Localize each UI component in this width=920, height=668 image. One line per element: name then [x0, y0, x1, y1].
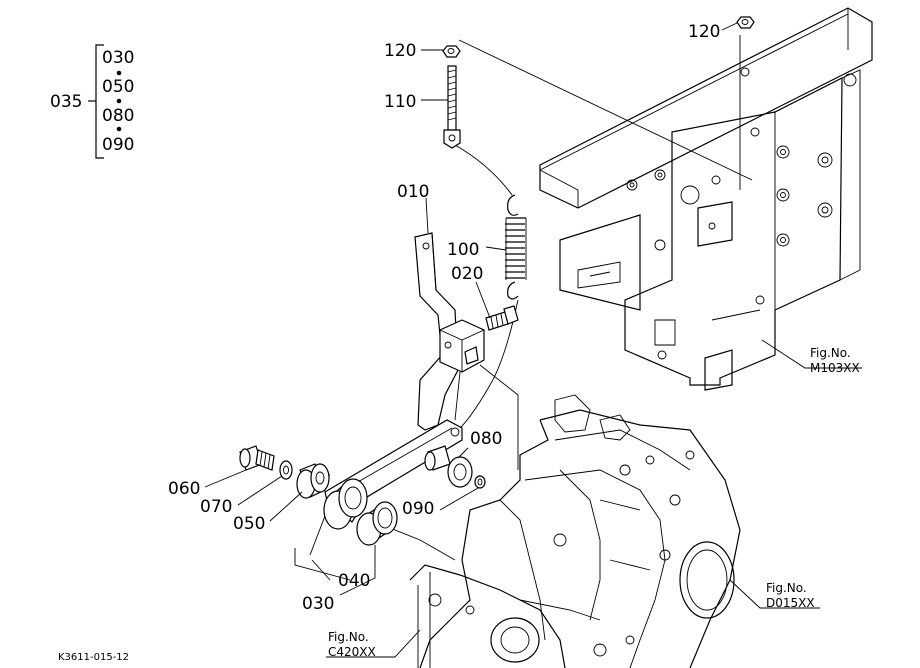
plate-bolts [626, 67, 857, 360]
group-member-1: 030 [102, 48, 134, 68]
nut-120-right [736, 16, 755, 29]
figure-ref-m103[interactable]: Fig.No. M103XX [761, 339, 862, 375]
figure-ref-d015[interactable]: Fig.No. D015XX [729, 579, 820, 610]
link-cable [454, 371, 461, 421]
bushing-040 [356, 501, 398, 546]
group-bracket-035: 035 030 050 080 090 [50, 44, 134, 159]
eye-bolt-110 [443, 65, 461, 149]
callout-labels: 120 110 120 010 100 020 080 060 070 050 … [168, 22, 720, 614]
holder-block [439, 319, 485, 373]
lever-010 [414, 232, 459, 431]
figure-ref-d015-title: Fig.No. [766, 581, 807, 595]
callout-010: 010 [397, 182, 429, 202]
figure-ref-c420[interactable]: Fig.No. C420XX [326, 629, 421, 659]
figure-ref-m103-title: Fig.No. [810, 346, 851, 360]
callout-070: 070 [200, 497, 232, 517]
frame-bracket [539, 7, 873, 391]
callout-050: 050 [233, 514, 265, 534]
callout-030: 030 [302, 594, 334, 614]
callout-060: 060 [168, 479, 200, 499]
bolt-020 [485, 305, 519, 331]
figure-ref-c420-code: C420XX [328, 645, 376, 659]
figure-ref-d015-code: D015XX [766, 596, 815, 610]
clip-090 [474, 475, 486, 489]
callout-100: 100 [447, 240, 479, 260]
group-member-3: 080 [102, 106, 134, 126]
callout-090: 090 [402, 499, 434, 519]
callout-020: 020 [451, 264, 483, 284]
group-member-2: 050 [102, 77, 134, 97]
group-label: 035 [50, 92, 82, 112]
washer-070 [279, 460, 293, 480]
callout-040: 040 [338, 571, 370, 591]
spring-100 [505, 194, 527, 300]
figure-ref-m103-code: M103XX [810, 361, 860, 375]
collar-050 [296, 463, 330, 499]
nut-120-left [442, 45, 461, 58]
figure-ref-c420-title: Fig.No. [328, 630, 369, 644]
pin-080 [424, 445, 473, 488]
transmission-housing [409, 394, 741, 668]
callout-120-right: 120 [688, 22, 720, 42]
callout-leaders [204, 22, 738, 596]
bushing-030 [323, 478, 368, 530]
bolt-060 [239, 445, 275, 471]
diagram-code: K3611-015-12 [58, 652, 129, 663]
callout-080: 080 [470, 429, 502, 449]
callout-110: 110 [384, 92, 416, 112]
callout-120-left: 120 [384, 41, 416, 61]
group-member-4: 090 [102, 135, 134, 155]
